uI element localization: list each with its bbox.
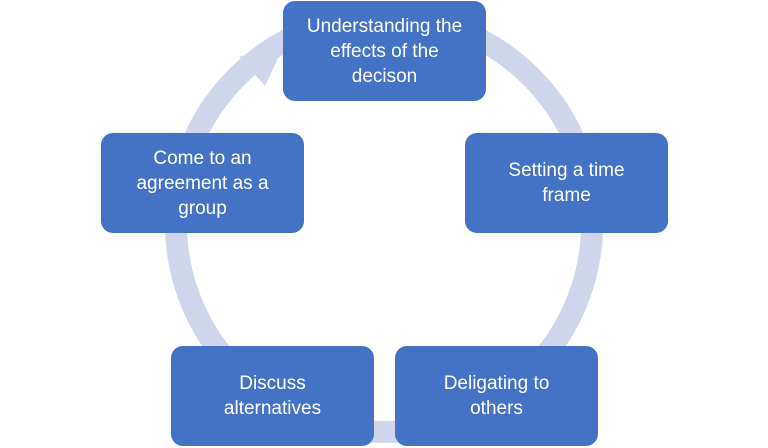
step-box-delegating-to-others: Deligating to others: [395, 346, 598, 446]
step-box-understanding-effects: Understanding the effects of the decison: [283, 1, 486, 101]
step-box-setting-time-frame: Setting a time frame: [465, 133, 668, 233]
step-box-discuss-alternatives: Discuss alternatives: [171, 346, 374, 446]
step-box-agreement-as-group: Come to an agreement as a group: [101, 133, 304, 233]
cycle-arrowhead: [239, 52, 281, 86]
